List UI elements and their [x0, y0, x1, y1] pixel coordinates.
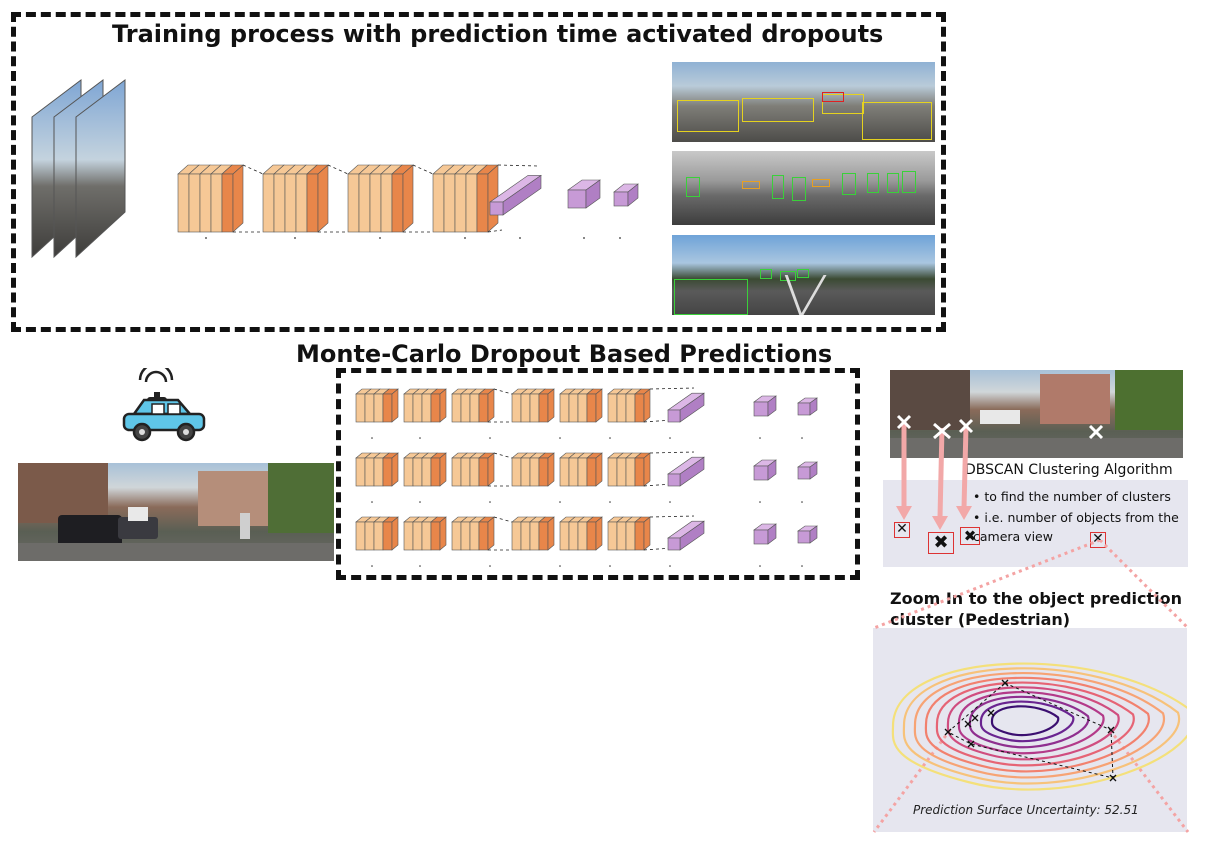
mc-row1-dense-2 — [797, 397, 818, 416]
x-marker-icon: ✕ — [894, 522, 910, 538]
mc-row3-conv-3 — [451, 516, 495, 551]
convex-hull — [947, 682, 1114, 779]
mc-row3-conv-6 — [607, 516, 651, 551]
contour-level-2 — [902, 667, 1181, 785]
arrow-2 — [937, 427, 945, 519]
mc-row2-conv-1 — [355, 452, 399, 487]
mc-row1-conv-1 — [355, 388, 399, 423]
mc-row2-dense-2 — [797, 461, 818, 480]
mc-row3-flatten — [667, 520, 705, 551]
contour-level-3 — [913, 672, 1165, 779]
input-image-stack — [31, 78, 126, 259]
mc-row2-conv-2 — [403, 452, 447, 487]
output-image-kitti-3 — [672, 235, 935, 315]
train-conv-block-4 — [432, 164, 499, 233]
x-marker-icon: ✖ — [928, 532, 954, 554]
training-section-title: Training process with prediction time ac… — [112, 20, 884, 48]
prediction-point-3 — [1109, 774, 1117, 782]
mc-row2-dense-1 — [753, 459, 777, 481]
dbscan-bullet-2: • i.e. number of objects from the camera… — [973, 510, 1179, 544]
prediction-point-6 — [964, 720, 972, 728]
mc-row2-conv-6 — [607, 452, 651, 487]
mc-networks-frame — [336, 368, 860, 580]
autonomous-car-icon — [122, 368, 206, 442]
mc-row3-conv-2 — [403, 516, 447, 551]
contour-level-5 — [935, 681, 1135, 767]
train-conv-block-2 — [262, 164, 329, 233]
input-frame-3 — [75, 78, 126, 259]
prediction-point-5 — [944, 728, 952, 736]
training-section-frame — [11, 12, 946, 332]
mc-row2-conv-5 — [559, 452, 603, 487]
mc-row1-conv-6 — [607, 388, 651, 423]
train-dense-2 — [613, 183, 639, 207]
output-image-kitti-2 — [672, 151, 935, 225]
dbscan-bullet-2-text: i.e. number of objects from the camera v… — [973, 510, 1179, 544]
dbscan-panel — [883, 480, 1188, 567]
mc-row3-conv-5 — [559, 516, 603, 551]
mc-row1-flatten — [667, 392, 705, 423]
x-marker-icon: ✕ — [1090, 532, 1106, 548]
contour-level-6 — [946, 686, 1120, 761]
contour-level-9 — [979, 700, 1075, 743]
arrow-3 — [961, 425, 969, 509]
mc-row1-conv-5 — [559, 388, 603, 423]
prediction-point-2 — [1107, 726, 1115, 734]
train-conv-block-1 — [177, 164, 244, 233]
output-image-kitti-1 — [672, 62, 935, 142]
mc-row2-flatten — [667, 456, 705, 487]
mc-row3-conv-4 — [511, 516, 555, 551]
mc-row1-conv-2 — [403, 388, 447, 423]
mc-row2-conv-4 — [511, 452, 555, 487]
prediction-point-7 — [987, 709, 995, 717]
train-flatten-layer — [489, 174, 542, 216]
dbscan-bullet-1: • to find the number of clusters — [973, 489, 1171, 504]
mc-dropout-networks — [355, 387, 818, 567]
mc-row2-conv-3 — [451, 452, 495, 487]
contour-level-10 — [990, 705, 1060, 737]
mc-dropout-title: Monte-Carlo Dropout Based Predictions — [296, 340, 833, 368]
prediction-point-4 — [967, 740, 975, 748]
contour-level-1 — [891, 662, 1187, 791]
mc-row1-dense-1 — [753, 395, 777, 417]
mc-row1-conv-3 — [451, 388, 495, 423]
contour-level-8 — [968, 695, 1090, 749]
prediction-point-1 — [1001, 679, 1009, 687]
mc-row3-dense-2 — [797, 525, 818, 544]
mc-row3-dense-1 — [753, 523, 777, 545]
x-marker-icon: ✖ — [960, 527, 980, 545]
train-dense-1 — [567, 179, 601, 209]
cluster-arrows — [896, 414, 1104, 530]
mc-row3-conv-1 — [355, 516, 399, 551]
prediction-point-8 — [971, 714, 979, 722]
dbscan-bullet-1-text: to find the number of clusters — [984, 489, 1171, 504]
training-network — [177, 164, 639, 239]
train-conv-block-3 — [347, 164, 414, 233]
contour-level-7 — [957, 691, 1105, 755]
uncertainty-contour-plot — [891, 662, 1187, 791]
mc-row1-conv-4 — [511, 388, 555, 423]
uncertainty-label: Prediction Surface Uncertainty: 52.51 — [913, 803, 1139, 817]
input-street-photo — [18, 463, 334, 561]
cluster-street-photo — [890, 370, 1183, 458]
dbscan-title: DBSCAN Clustering Algorithm — [965, 462, 1173, 478]
contour-level-4 — [924, 676, 1150, 773]
